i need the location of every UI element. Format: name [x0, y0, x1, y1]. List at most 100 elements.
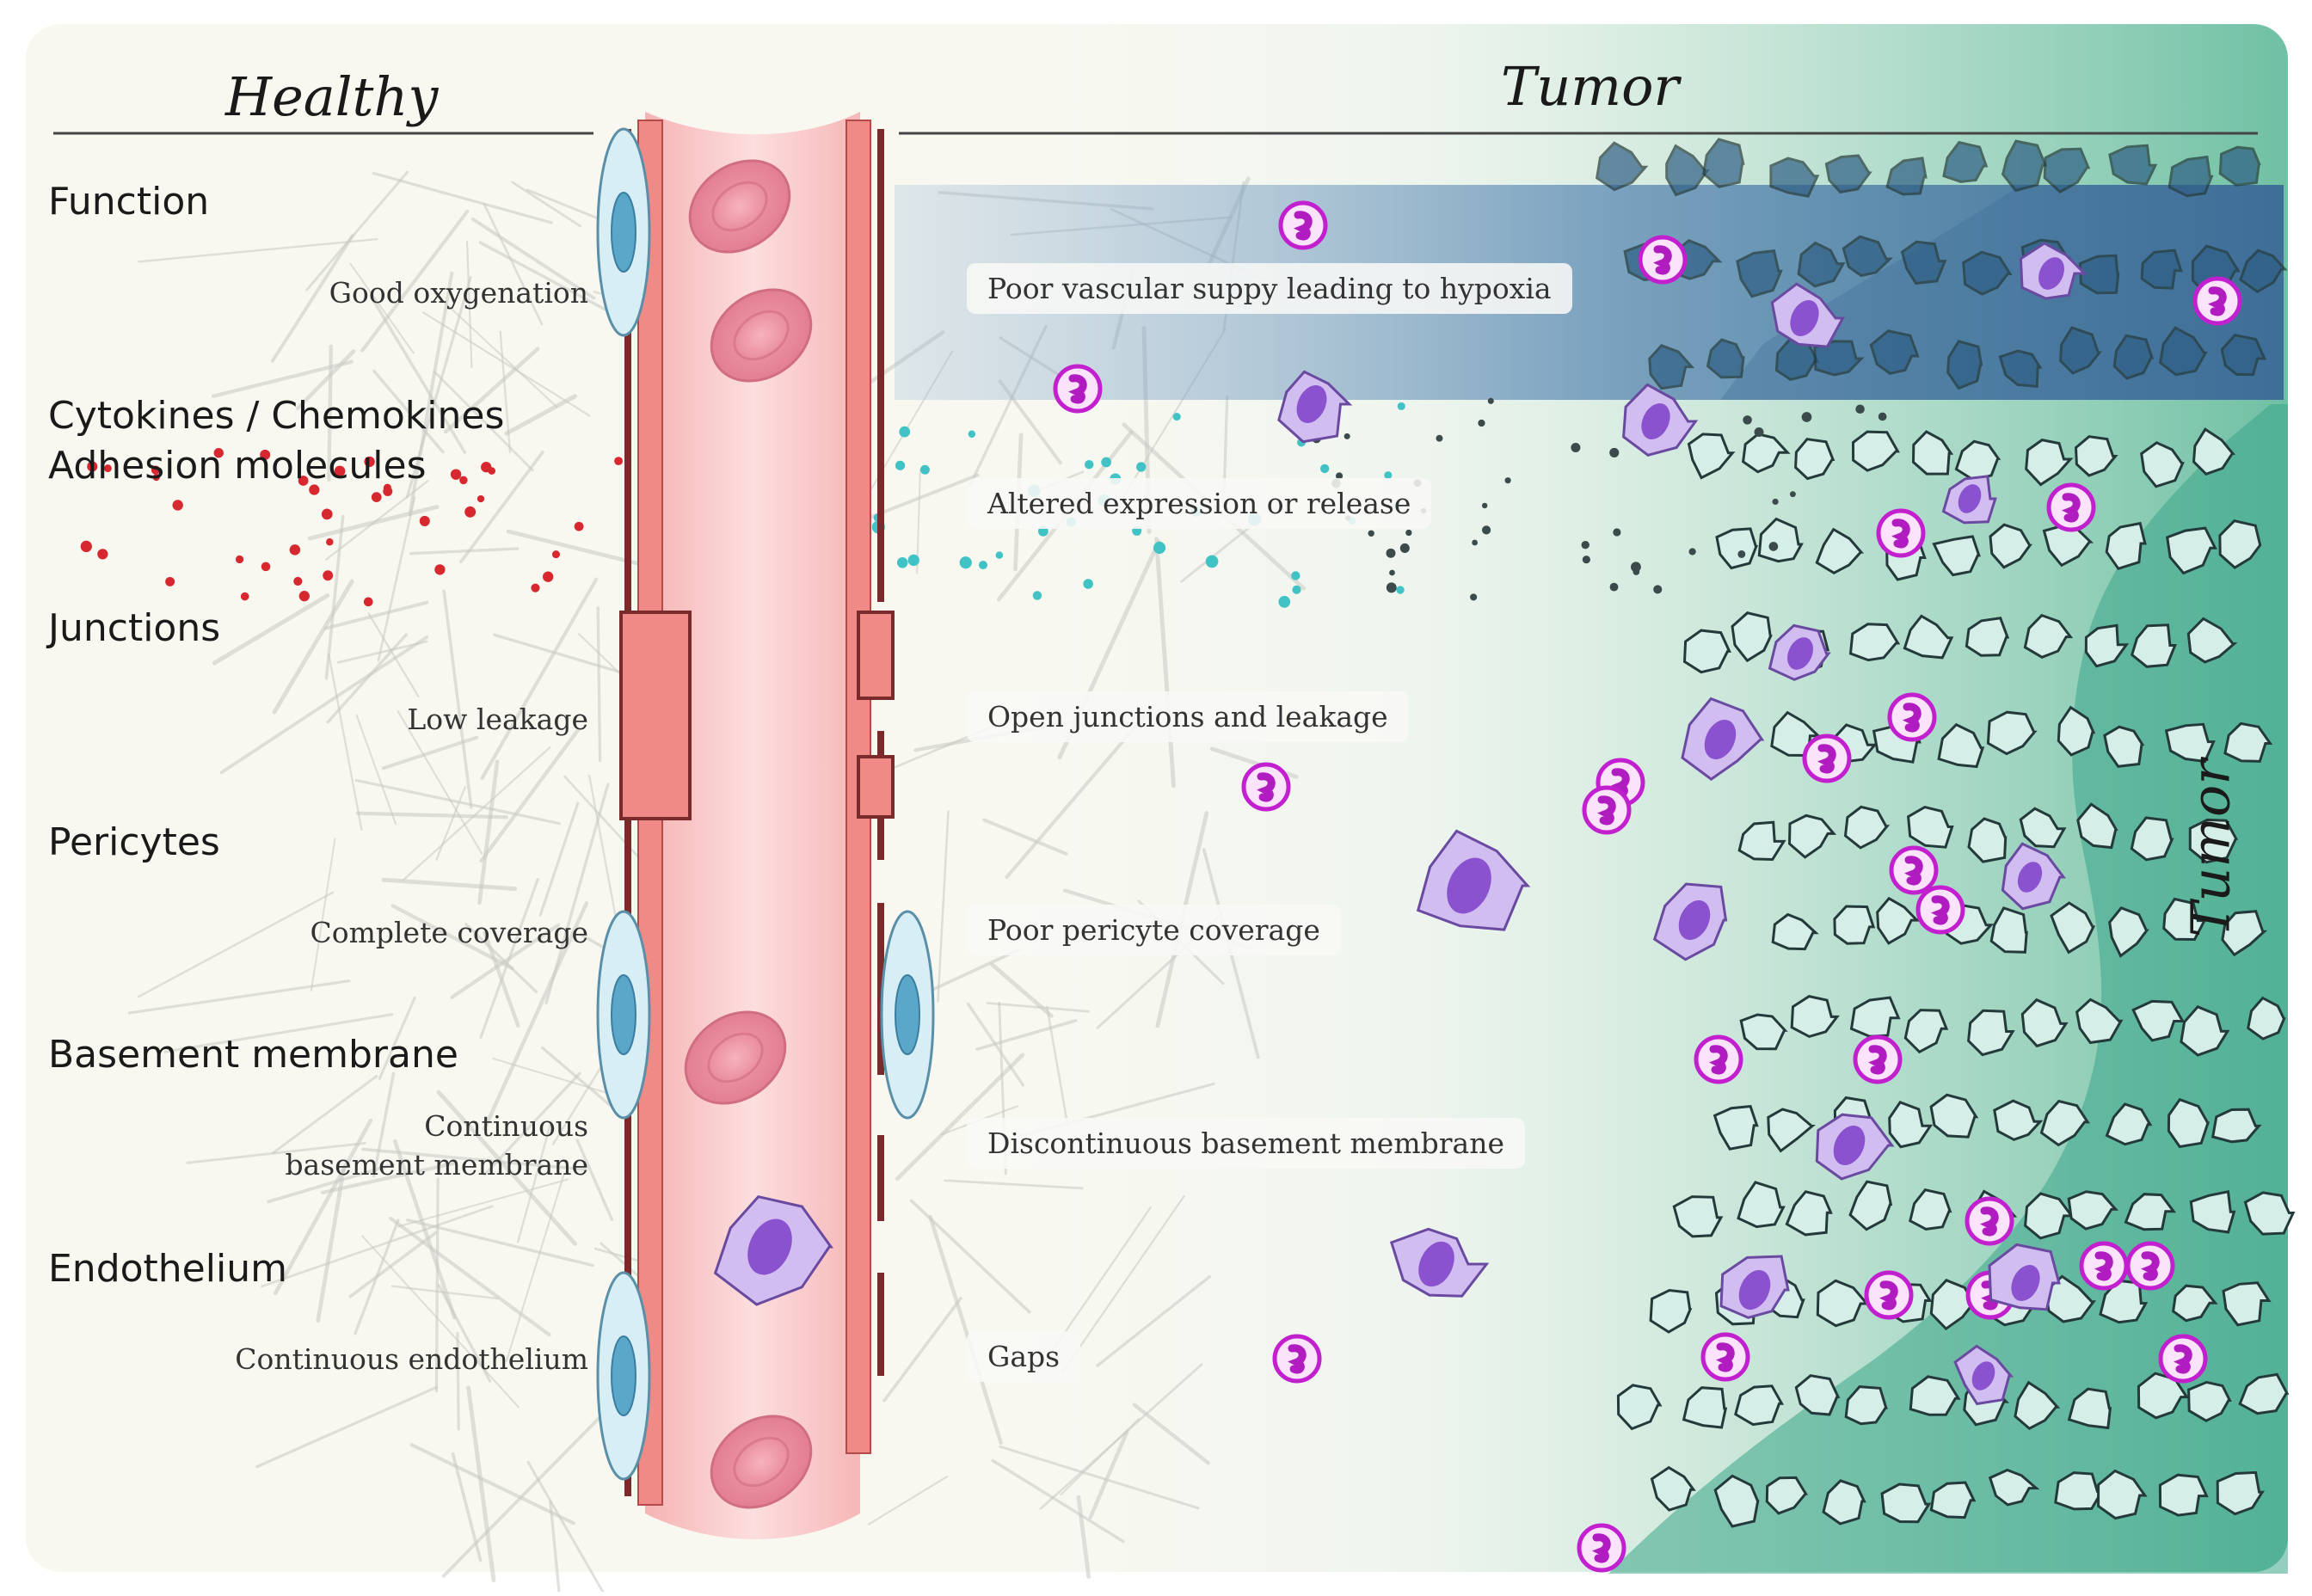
pericyte [596, 1271, 651, 1481]
tumor-header: Tumor [1501, 55, 1680, 118]
ecm-fiber [937, 810, 950, 1003]
tumor-cell [2019, 807, 2067, 849]
molecule-dot [1481, 525, 1491, 535]
molecule-dot [1436, 434, 1443, 442]
cytokine-dot [165, 576, 175, 586]
ecm-fiber [355, 811, 508, 819]
ecm-fiber [1061, 1194, 1185, 1374]
ecm-fiber [138, 237, 378, 263]
tumor-cell [1771, 912, 1819, 951]
cytokine-dot [289, 544, 301, 556]
endothelial-junction [619, 611, 895, 820]
ecm-fiber [482, 901, 589, 1131]
tumor-cell [2059, 326, 2103, 375]
chemokine-dot [895, 460, 906, 470]
molecule-dot [1609, 447, 1620, 457]
tumor-cell [1706, 338, 1745, 379]
ecm-fiber [261, 1205, 494, 1288]
tumor-cell [1816, 1279, 1870, 1328]
ecm-fiber [540, 1046, 621, 1114]
ecm-fiber [327, 344, 333, 482]
cytokine-dot [531, 583, 540, 592]
ecm-fiber [212, 593, 330, 666]
ecm-fiber [211, 359, 354, 398]
tumor-cell [2078, 254, 2120, 295]
tumor-cell [2001, 139, 2048, 193]
molecule-dot [1653, 585, 1663, 594]
ecm-fiber [551, 1054, 610, 1145]
tumor-cell [2130, 623, 2177, 668]
tumor-cell [2188, 818, 2239, 864]
ecm-fiber [442, 589, 473, 809]
tumor-cell [2192, 427, 2236, 476]
tumor-cell [2105, 1102, 2153, 1146]
chemokine-dot [1032, 591, 1042, 600]
cytokine-dot [614, 457, 623, 466]
ecm-fiber [367, 612, 420, 698]
cytokine-dot [309, 484, 320, 495]
ecm-fiber [999, 1445, 1200, 1510]
immune-cell [1864, 1270, 1914, 1320]
ecm-fiber [435, 786, 466, 861]
immune-cell [1694, 1034, 1743, 1084]
molecule-dot [1487, 397, 1494, 404]
immune-cell [1700, 1332, 1750, 1382]
cytokine-dot [542, 571, 554, 582]
ecm-fiber [267, 1163, 395, 1204]
ecm-fiber [549, 1500, 562, 1596]
tumor-cell [1848, 1180, 1893, 1231]
ecm-fiber [372, 171, 553, 224]
chemokine-dot [1136, 462, 1147, 472]
ecm-fiber [450, 923, 561, 999]
tumor-cell [2186, 617, 2238, 664]
ecm-fiber [505, 1173, 565, 1362]
ecm-fiber [355, 714, 397, 826]
tumor-label-basement-membrane: Discontinuous basement membrane [967, 1118, 1525, 1169]
macrophage [1953, 1344, 2014, 1406]
tumor-cell [1851, 430, 1900, 472]
tumor-cell [2180, 1005, 2230, 1057]
ecm-fiber [270, 234, 354, 363]
ecm-fiber [499, 330, 512, 454]
tumor-cell [1648, 344, 1695, 390]
tumor-cell [1848, 623, 1901, 662]
macrophage [1719, 1255, 1790, 1319]
tumor-cell [2159, 326, 2208, 377]
category-pericytes: Pericytes [48, 820, 220, 864]
ecm-fiber [944, 1179, 1084, 1190]
ecm-fiber [436, 1090, 578, 1246]
ecm-fiber [434, 292, 558, 408]
cytokine-dot [260, 449, 271, 460]
cytokine-dot [298, 476, 309, 486]
ecm-fiber [127, 979, 351, 1015]
molecule-dot [1472, 539, 1478, 546]
pericytes [596, 127, 935, 1481]
ecm-fiber [324, 514, 345, 680]
category-basement-membrane: Basement membrane [48, 1033, 458, 1077]
ecm-fiber [966, 1002, 1025, 1087]
tumor-cell [1942, 140, 1989, 183]
tumor-cell [1844, 1385, 1888, 1426]
tumor-cell [2075, 998, 2124, 1045]
tumor-cell [1769, 157, 1820, 198]
immune-cell [1053, 364, 1103, 414]
ecm-fiber [372, 369, 445, 454]
macrophage [2019, 242, 2088, 300]
tumor-cell [1842, 235, 1894, 278]
ecm-fiber [517, 1120, 552, 1243]
ecm-fiber [323, 600, 429, 630]
chemokine-dot [896, 557, 908, 568]
healthy-label-basement-membrane: Continuous basement membrane [285, 1109, 588, 1182]
tumor-cell [2024, 1192, 2075, 1240]
ecm-fiber [882, 1297, 962, 1403]
red-blood-cell [688, 159, 791, 254]
ecm-fiber [389, 1216, 551, 1337]
ecm-fiber [596, 606, 602, 763]
tumor-cell [1962, 250, 2013, 296]
immune-cell [1577, 1523, 1626, 1573]
ecm-fiber [975, 1019, 1078, 1051]
tumor-cell [1929, 1481, 1977, 1519]
tumor-cell [1650, 1465, 1696, 1512]
molecule-dot [1613, 528, 1621, 537]
pericyte [596, 127, 651, 337]
